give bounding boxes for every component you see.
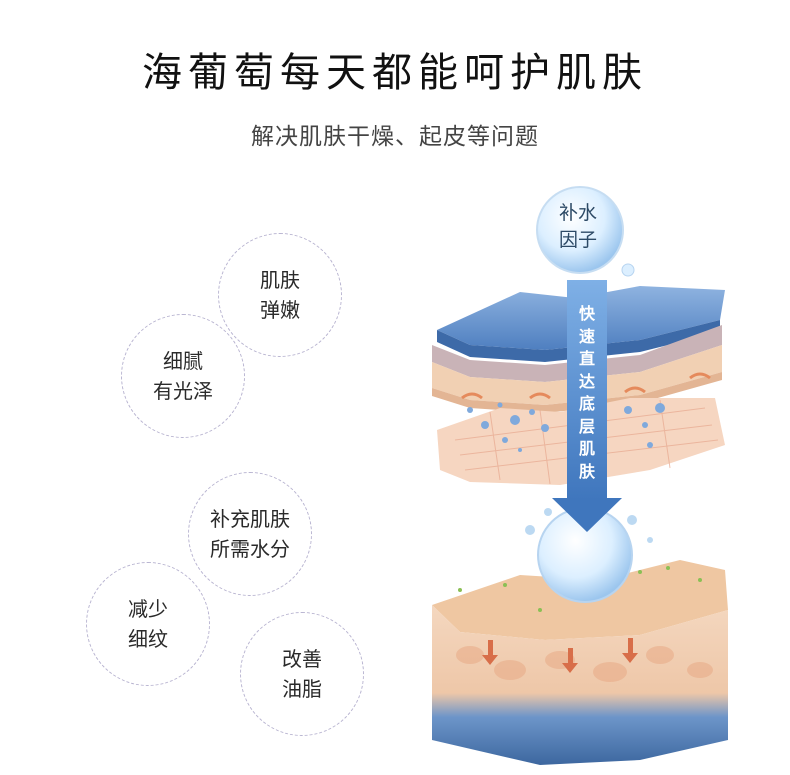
benefit-bubble-hydration: 补充肌肤所需水分 <box>188 472 312 596</box>
water-splash-sphere <box>525 507 653 603</box>
skin-layers-illustration <box>432 186 728 765</box>
downward-arrow <box>552 280 622 532</box>
benefit-bubble-elastic: 肌肤弹嫩 <box>218 233 342 357</box>
benefit-text: 细腻有光泽 <box>153 349 213 403</box>
page-title: 海葡萄每天都能呵护肌肤 <box>142 50 648 96</box>
hydration-droplet <box>536 186 635 277</box>
benefit-text: 肌肤弹嫩 <box>260 268 300 322</box>
benefit-bubble-oil: 改善油脂 <box>240 612 364 736</box>
benefit-text: 减少细纹 <box>128 597 168 651</box>
grain-layer <box>432 325 722 413</box>
circulation-arrows <box>461 372 711 400</box>
benefit-text: 改善油脂 <box>282 647 322 701</box>
benefit-text: 补充肌肤所需水分 <box>210 507 290 561</box>
benefit-bubble-glow: 细腻有光泽 <box>121 314 245 438</box>
arrow-label: 快 速 直 达 底 层 肌 肤 <box>578 304 595 481</box>
page-subtitle: 解决肌肤干燥、起皮等问题 <box>251 124 539 150</box>
hydration-droplet-label: 补水因子 <box>558 202 597 251</box>
water-bubbles <box>467 402 665 452</box>
benefit-bubble-wrinkles: 减少细纹 <box>86 562 210 686</box>
